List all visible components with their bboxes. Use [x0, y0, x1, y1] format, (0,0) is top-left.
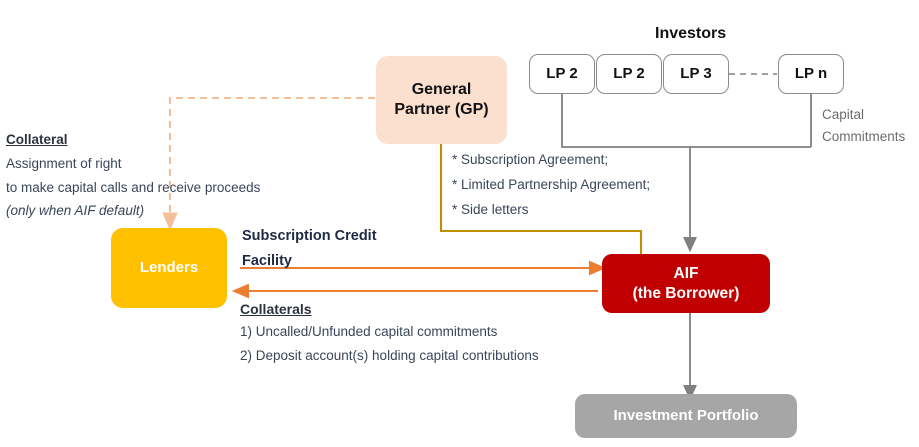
investors-heading: Investors — [655, 25, 727, 42]
lp-box-3[interactable]: LP 3 — [663, 54, 729, 94]
lp-box-1-label: LP 2 — [546, 64, 578, 82]
facility-label-line1: Subscription Credit — [242, 228, 377, 244]
lp-box-3-label: LP 3 — [680, 64, 712, 82]
facility-label-line2: Facility — [242, 253, 292, 269]
investment-portfolio-label: Investment Portfolio — [613, 406, 759, 424]
gp-to-lenders-dashed-connector — [162, 96, 375, 231]
capital-commitments-label-line2: Commitments — [822, 129, 906, 144]
collateral-note-line1: Assignment of right — [6, 156, 122, 171]
agreement-item-1: * Subscription Agreement; — [452, 152, 609, 167]
collaterals-heading: Collaterals — [240, 301, 312, 317]
lp-box-n[interactable]: LP n — [778, 54, 844, 94]
collateral-note-line3: (only when AIF default) — [6, 203, 145, 218]
lp-capital-commitment-connector — [561, 94, 811, 148]
aif-label-line2: (the Borrower) — [632, 284, 740, 302]
collaterals-item-1: 1) Uncalled/Unfunded capital commitments — [240, 324, 498, 339]
aif-borrower-box[interactable]: AIF (the Borrower) — [602, 254, 770, 313]
capital-commitments-label-line1: Capital — [822, 107, 865, 122]
aif-label-line1: AIF — [673, 265, 699, 283]
agreement-item-3: * Side letters — [452, 202, 529, 217]
lenders-label: Lenders — [139, 258, 199, 276]
general-partner-label-line2: Partner (GP) — [394, 101, 489, 118]
investment-portfolio-box[interactable]: Investment Portfolio — [575, 394, 797, 438]
general-partner-label-line1: General — [411, 81, 472, 98]
lp-box-2-label: LP 2 — [613, 64, 645, 82]
collateral-note-line2: to make capital calls and receive procee… — [6, 180, 261, 195]
lp-box-n-label: LP n — [794, 64, 828, 82]
collateral-note-heading: Collateral — [6, 132, 68, 147]
general-partner-box[interactable]: General Partner (GP) — [376, 56, 507, 144]
lenders-box[interactable]: Lenders — [111, 228, 227, 308]
agreement-item-2: * Limited Partnership Agreement; — [452, 177, 651, 192]
collaterals-item-2: 2) Deposit account(s) holding capital co… — [240, 348, 539, 363]
lp-box-1[interactable]: LP 2 — [529, 54, 595, 94]
lp-box-2[interactable]: LP 2 — [596, 54, 662, 94]
